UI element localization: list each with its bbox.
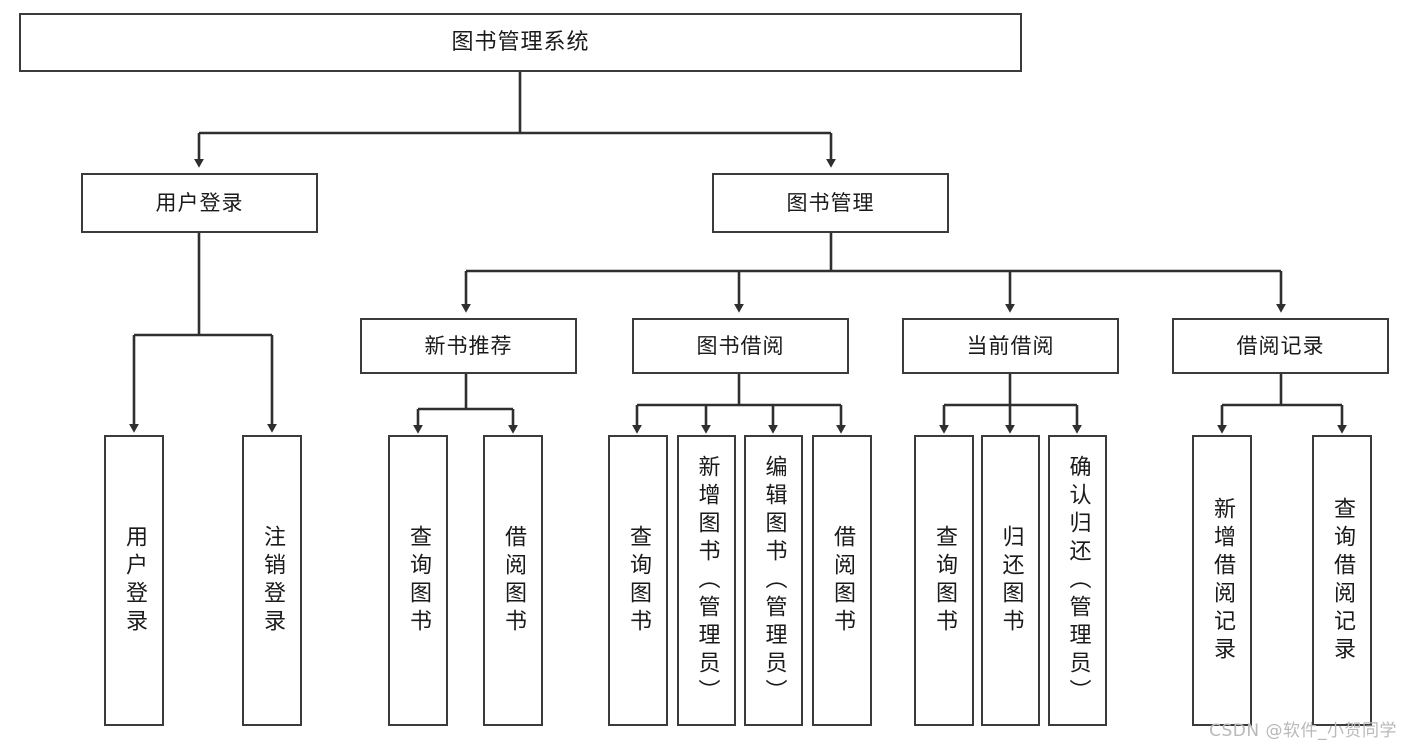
node-label: 用户登录: [122, 524, 147, 637]
leaf-query-borrow-record[interactable]: 查询借阅记录: [1312, 435, 1372, 726]
leaf-query-book-recommend[interactable]: 查询图书: [388, 435, 448, 726]
leaf-query-book-current[interactable]: 查询图书: [914, 435, 974, 726]
node-label: 当前借阅: [966, 333, 1055, 358]
node-user-login[interactable]: 用户登录: [81, 173, 318, 233]
leaf-return-book[interactable]: 归还图书: [981, 435, 1040, 726]
node-label: 图书借阅: [696, 333, 785, 358]
csdn-watermark: CSDN @软件_小贺同学: [1209, 721, 1397, 741]
leaf-user-login[interactable]: 用户登录: [104, 435, 164, 726]
node-current-borrow[interactable]: 当前借阅: [902, 318, 1119, 374]
node-label: 图书管理系统: [451, 29, 590, 55]
leaf-borrow-book[interactable]: 借阅图书: [812, 435, 872, 726]
leaf-confirm-return-admin[interactable]: 确认归还（管理员）: [1048, 435, 1107, 726]
node-label: 查询图书: [406, 524, 431, 637]
node-label: 查询图书: [626, 524, 651, 637]
leaf-edit-book-admin[interactable]: 编辑图书（管理员）: [744, 435, 803, 726]
node-book-borrow[interactable]: 图书借阅: [632, 318, 849, 374]
leaf-logout[interactable]: 注销登录: [242, 435, 302, 726]
node-label: 图书管理: [786, 190, 875, 215]
leaf-add-book-admin[interactable]: 新增图书（管理员）: [677, 435, 736, 726]
node-label: 借阅图书: [501, 524, 526, 637]
node-label: 借阅记录: [1236, 333, 1325, 358]
leaf-query-book-borrow[interactable]: 查询图书: [608, 435, 668, 726]
node-label: 查询图书: [932, 524, 957, 637]
node-label: 新书推荐: [424, 333, 513, 358]
node-root-book-management-system[interactable]: 图书管理系统: [19, 13, 1022, 72]
node-label: 归还图书: [998, 524, 1024, 637]
node-label: 查询借阅记录: [1330, 496, 1355, 665]
node-book-management[interactable]: 图书管理: [712, 173, 949, 233]
node-label: 借阅图书: [830, 524, 855, 637]
node-label: 注销登录: [260, 524, 285, 637]
leaf-add-borrow-record[interactable]: 新增借阅记录: [1192, 435, 1252, 726]
node-new-book-recommend[interactable]: 新书推荐: [360, 318, 577, 374]
node-label: 新增借阅记录: [1210, 496, 1235, 665]
node-label: 新增图书（管理员）: [694, 454, 720, 707]
leaf-borrow-book-recommend[interactable]: 借阅图书: [483, 435, 543, 726]
node-label: 编辑图书（管理员）: [761, 454, 787, 707]
node-label: 确认归还（管理员）: [1065, 454, 1091, 707]
node-borrow-record[interactable]: 借阅记录: [1172, 318, 1389, 374]
node-label: 用户登录: [155, 190, 244, 215]
